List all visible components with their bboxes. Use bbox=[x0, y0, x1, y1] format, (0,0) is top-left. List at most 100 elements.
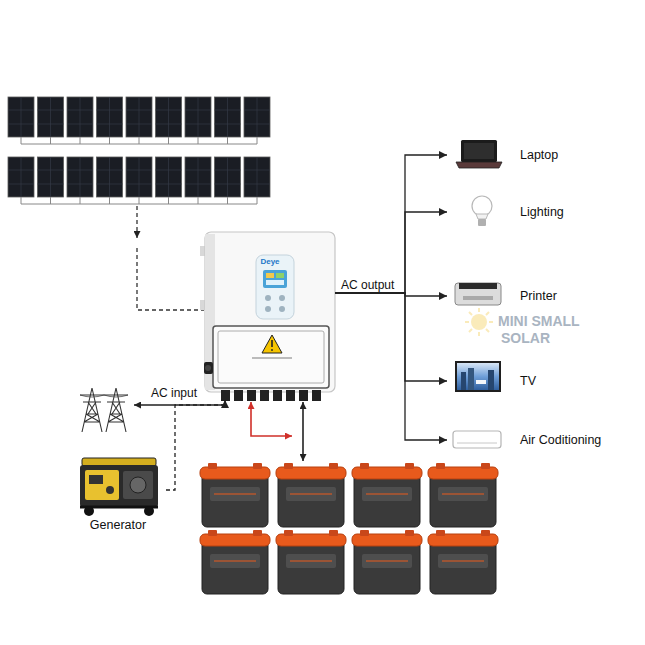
generator-picture bbox=[144, 506, 154, 516]
solar-panels bbox=[257, 137, 258, 144]
battery-bank bbox=[428, 530, 498, 594]
inverter-body bbox=[279, 295, 285, 301]
battery-bank bbox=[286, 554, 336, 568]
panel-feed-line bbox=[137, 248, 204, 310]
inverter-body bbox=[265, 306, 271, 312]
power-tower bbox=[104, 388, 128, 432]
tv-icon bbox=[488, 370, 494, 390]
solar-panels bbox=[80, 137, 81, 144]
tv-icon bbox=[455, 361, 501, 392]
inverter-ports bbox=[234, 390, 243, 401]
battery-bank bbox=[360, 530, 369, 536]
inverter-body bbox=[276, 273, 284, 278]
inverter-body bbox=[205, 232, 335, 392]
solar-panels bbox=[38, 97, 64, 137]
battery-bank bbox=[276, 463, 346, 527]
flow-label: AC input bbox=[150, 386, 198, 400]
solar-panels bbox=[244, 157, 270, 197]
battery-bank bbox=[366, 560, 408, 561]
solar-panels bbox=[215, 97, 241, 137]
battery-bank bbox=[442, 493, 484, 494]
device-node: Printer bbox=[447, 274, 561, 318]
watermark: MINI SMALL bbox=[497, 314, 581, 328]
solar-panels bbox=[198, 197, 199, 204]
printer-icon bbox=[455, 283, 501, 305]
battery-bank bbox=[200, 463, 270, 527]
solar-panels bbox=[8, 97, 34, 137]
air-conditioner-icon bbox=[453, 431, 501, 448]
tv-icon bbox=[457, 363, 499, 390]
battery-bank bbox=[329, 463, 338, 469]
solar-panels bbox=[244, 97, 270, 137]
inverter-body bbox=[252, 357, 292, 359]
printer-icon bbox=[455, 283, 501, 305]
solar-panels bbox=[38, 157, 64, 197]
battery-bank bbox=[202, 540, 268, 594]
battery-bank bbox=[481, 463, 490, 469]
battery-bank bbox=[278, 473, 344, 527]
battery-bank bbox=[405, 463, 414, 469]
solar-panels bbox=[8, 157, 34, 197]
solar-panels bbox=[185, 157, 211, 197]
solar-panels bbox=[80, 197, 81, 204]
battery-bank bbox=[430, 540, 496, 594]
generator-node: Generator bbox=[70, 456, 166, 537]
inverter-body bbox=[262, 335, 282, 353]
inverter-node: Deye bbox=[205, 232, 335, 400]
battery-bank bbox=[284, 463, 293, 469]
battery-bank bbox=[286, 487, 336, 501]
inverter-body bbox=[200, 232, 335, 392]
solar-panels bbox=[215, 157, 241, 197]
solar-panels bbox=[38, 157, 64, 197]
device-node: TV bbox=[447, 359, 540, 403]
solar-panels bbox=[156, 97, 182, 137]
tv-icon bbox=[455, 361, 501, 392]
laptop-icon bbox=[456, 140, 502, 168]
battery-bank bbox=[210, 487, 260, 501]
inverter-body bbox=[265, 295, 271, 301]
battery-wires bbox=[302, 402, 304, 461]
inverter-body bbox=[205, 365, 211, 371]
solar-panels bbox=[109, 137, 110, 144]
battery-bank bbox=[290, 560, 332, 561]
bulb-icon bbox=[472, 196, 492, 226]
battery-bank bbox=[352, 463, 422, 527]
battery-bank bbox=[329, 530, 338, 536]
connector bbox=[166, 400, 225, 490]
bulb-icon bbox=[476, 214, 488, 219]
watermark-sun bbox=[465, 308, 493, 336]
battery-bank bbox=[284, 530, 293, 536]
inverter-ports bbox=[221, 390, 321, 401]
battery-bank bbox=[354, 473, 420, 527]
device-label: Lighting bbox=[520, 205, 564, 220]
solar-panels bbox=[50, 137, 51, 144]
generator-picture bbox=[89, 475, 103, 484]
solar-panels bbox=[156, 157, 182, 197]
solar-panels bbox=[168, 137, 169, 144]
battery-bank bbox=[276, 530, 346, 594]
battery-bank bbox=[200, 530, 270, 594]
device-node: Laptop bbox=[447, 133, 562, 177]
bulb-icon bbox=[478, 219, 486, 226]
inverter-body bbox=[279, 306, 285, 312]
bulb-icon bbox=[472, 196, 492, 216]
solar-panels bbox=[185, 97, 211, 137]
battery-bank bbox=[253, 530, 262, 536]
watermark-sun bbox=[465, 308, 493, 336]
battery-bank bbox=[214, 493, 256, 494]
inverter-body bbox=[213, 326, 329, 388]
inverter-body bbox=[266, 273, 274, 278]
generator-picture bbox=[82, 458, 156, 466]
battery-bank bbox=[360, 463, 369, 469]
solar-panels bbox=[198, 137, 199, 144]
solar-panels bbox=[21, 197, 22, 204]
solar-panels bbox=[8, 97, 270, 204]
solar-panels bbox=[139, 197, 140, 204]
air-conditioner-icon bbox=[457, 443, 497, 444]
solar-panels bbox=[126, 97, 152, 137]
battery-bank bbox=[366, 493, 408, 494]
solar-panels bbox=[67, 157, 93, 197]
battery-bank bbox=[214, 560, 256, 561]
battery-bank bbox=[200, 463, 498, 594]
